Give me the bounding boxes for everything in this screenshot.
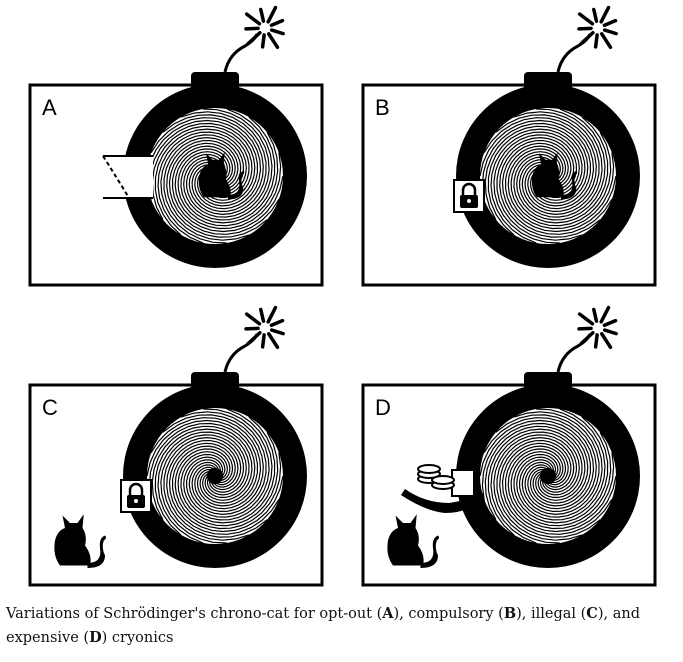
cat-silhouette-icon: [54, 514, 106, 568]
panel-frame: [361, 383, 657, 587]
bomb-icon: [456, 5, 640, 268]
panel-label: D: [375, 395, 391, 420]
door-dashed-edge: [102, 155, 130, 199]
fuse-spark-icon: [244, 5, 285, 50]
spiral-vortex-icon: [479, 408, 617, 544]
panel-frame: [28, 383, 324, 587]
bomb-icon: [123, 5, 307, 268]
panel-b: B: [361, 83, 657, 287]
bomb-icon: [456, 305, 640, 568]
panel-frame: [361, 83, 657, 287]
bomb-group: [102, 5, 307, 268]
panel-label: C: [42, 395, 58, 420]
bomb-icon: [123, 305, 307, 568]
panel-label: A: [42, 95, 57, 120]
figure-caption: Variations of Schrödinger's chrono-cat f…: [6, 605, 640, 646]
padlock-icon: [120, 479, 152, 513]
padlock-icon: [453, 179, 485, 213]
bomb-group: [387, 305, 640, 568]
cat-silhouette-icon: [387, 514, 439, 568]
fuse-spark-icon: [577, 5, 618, 50]
figure: A B C D: [28, 5, 657, 587]
panel-d: D: [361, 383, 657, 587]
open-hand-icon: [401, 489, 485, 513]
coin-stack-icon: [417, 464, 455, 490]
bomb-group: [54, 305, 307, 568]
door-slot: [451, 469, 475, 497]
panel-label: B: [375, 95, 390, 120]
fuse-spark-icon: [577, 305, 618, 350]
door-opening: [103, 156, 153, 198]
panel-c: C: [28, 383, 324, 587]
panel-a: A: [28, 83, 324, 287]
bomb-group: [453, 5, 640, 268]
panel-frame: [28, 83, 324, 287]
fuse-spark-icon: [244, 305, 285, 350]
spiral-vortex-icon: [146, 408, 284, 544]
